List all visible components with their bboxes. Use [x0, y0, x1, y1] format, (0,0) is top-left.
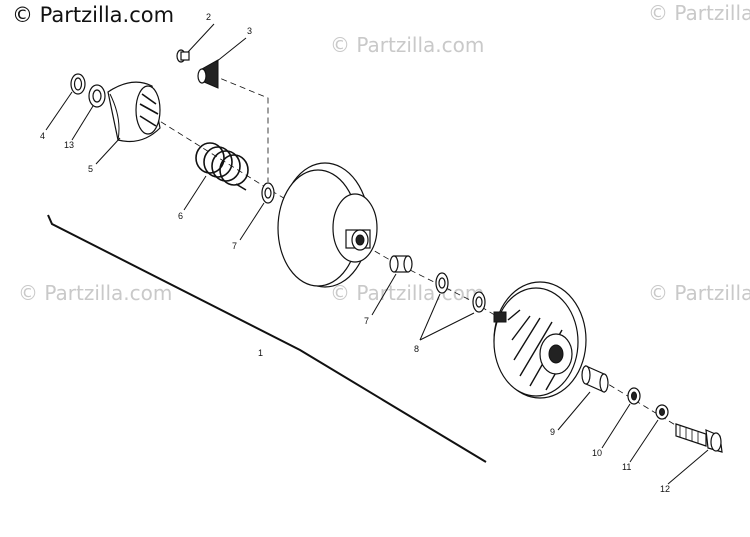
callout-11: 11: [622, 462, 631, 472]
leader-lines: [45, 23, 709, 485]
callout-7-lower: 7: [364, 316, 369, 326]
watermark-text: © Partzilla.com: [648, 1, 750, 25]
part-spring: [195, 142, 249, 191]
part-cam: [107, 81, 161, 143]
callout-10: 10: [592, 448, 602, 458]
part-lock-washer: [655, 404, 669, 420]
watermark-text: © Partzilla.com: [648, 281, 750, 305]
callout-8: 8: [414, 344, 419, 354]
part-washers-8: [435, 272, 486, 313]
callout-2: 2: [206, 12, 211, 22]
callout-7-upper: 7: [232, 241, 237, 251]
part-movable-sheave: [277, 162, 378, 288]
watermark-text: © Partzilla.com: [330, 33, 484, 57]
part-cone: [197, 59, 219, 89]
part-pin: [176, 49, 190, 63]
part-bushing-7: [389, 255, 413, 273]
callout-1: 1: [258, 348, 263, 358]
callout-3: 3: [247, 26, 252, 36]
assembly-bracket-line: [47, 214, 487, 463]
callout-9: 9: [550, 427, 555, 437]
part-bolt: [675, 423, 723, 453]
watermark-text: © Partzilla.com: [330, 281, 484, 305]
part-fixed-sheave: [493, 281, 587, 399]
part-spacer-sleeve: [581, 365, 609, 393]
callout-6: 6: [178, 211, 183, 221]
callout-13: 13: [64, 140, 74, 150]
part-snap-ring: [70, 73, 86, 95]
watermark-text: © Partzilla.com: [18, 281, 172, 305]
watermark-layer: © Partzilla.com © Partzilla.com © Partzi…: [18, 1, 750, 305]
callout-5: 5: [88, 164, 93, 174]
callout-numbers: 1 2 3 4 5 6 7 7 8 9 10 11 12 13: [40, 12, 670, 494]
callout-12: 12: [660, 484, 670, 494]
part-washer-7-upper: [261, 182, 275, 204]
center-axis: [109, 74, 701, 441]
callout-4: 4: [40, 131, 45, 141]
part-washer-10: [627, 387, 641, 405]
part-washer-13: [88, 84, 106, 108]
partzilla-watermark: © Partzilla.com: [12, 3, 174, 27]
